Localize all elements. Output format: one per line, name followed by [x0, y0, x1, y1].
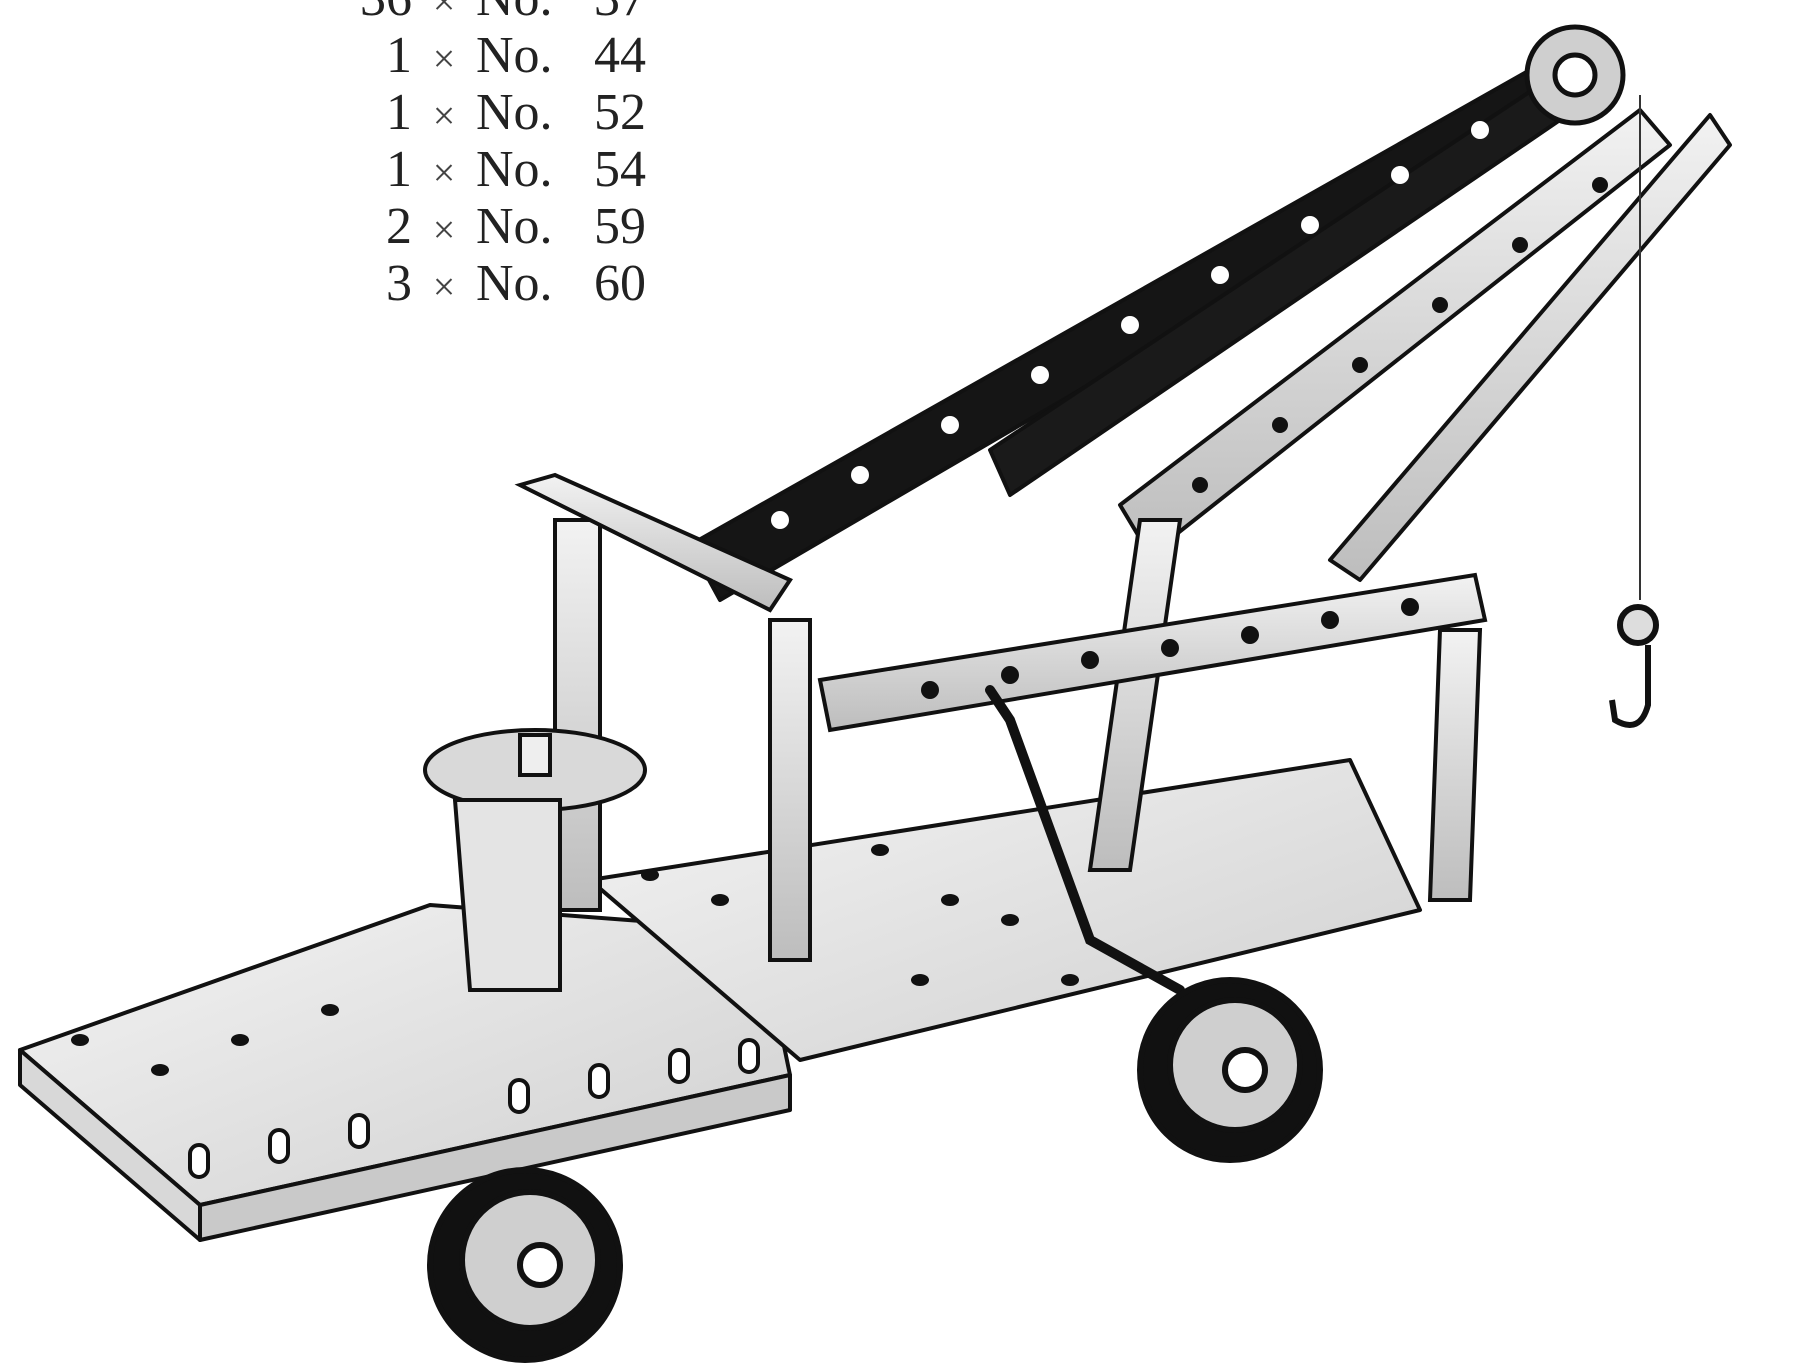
part-no-label: No. [476, 0, 576, 26]
part-number: 54 [594, 141, 646, 198]
parts-list-row: 1 × No. 54 [360, 143, 646, 200]
part-quantity: 36 [360, 0, 412, 26]
parts-list: 36 × No. 37 1 × No. 44 1 × No. 52 1 × No… [360, 0, 646, 314]
part-quantity: 3 [386, 255, 412, 312]
hook [1609, 604, 1659, 728]
part-no-label: No. [476, 141, 553, 198]
part-quantity: 2 [386, 198, 412, 255]
part-quantity: 1 [386, 84, 412, 141]
parts-list-row: 1 × No. 44 [360, 29, 646, 86]
parts-list-row: 2 × No. 59 [360, 200, 646, 257]
part-quantity: 1 [386, 141, 412, 198]
jib-pulley [1524, 24, 1626, 126]
part-number: 60 [594, 255, 646, 312]
times-sign: × [432, 264, 456, 309]
front-wheel [427, 1167, 623, 1363]
parts-list-row: 36 × No. 37 [360, 0, 646, 29]
part-number: 44 [594, 27, 646, 84]
part-no-label: No. [476, 27, 553, 84]
times-sign: × [432, 36, 456, 81]
times-sign: × [432, 150, 456, 195]
top-strip [514, 472, 793, 613]
part-no-label: No. [476, 198, 553, 255]
part-number: 52 [594, 84, 646, 141]
parts-list-row: 3 × No. 60 [360, 257, 646, 314]
flange-slots [188, 1038, 760, 1179]
part-no-label: No. [476, 84, 553, 141]
rear-wheel [1137, 977, 1323, 1163]
base-plate [18, 758, 1422, 1242]
times-sign: × [432, 93, 456, 138]
bush-wheel [423, 728, 647, 992]
part-no-label: No. [476, 255, 553, 312]
jib [688, 68, 1732, 602]
part-number: 37 [576, 0, 646, 26]
jib-holes [771, 121, 1489, 529]
parts-list-row: 1 × No. 52 [360, 86, 646, 143]
crank-handle [985, 685, 1185, 995]
part-number: 59 [594, 198, 646, 255]
cross-strip-holes [921, 598, 1419, 699]
times-sign: × [432, 207, 456, 252]
part-quantity: 1 [386, 27, 412, 84]
jib-strip-holes [1192, 177, 1608, 493]
uprights [553, 518, 1483, 962]
times-sign: × [432, 0, 456, 24]
